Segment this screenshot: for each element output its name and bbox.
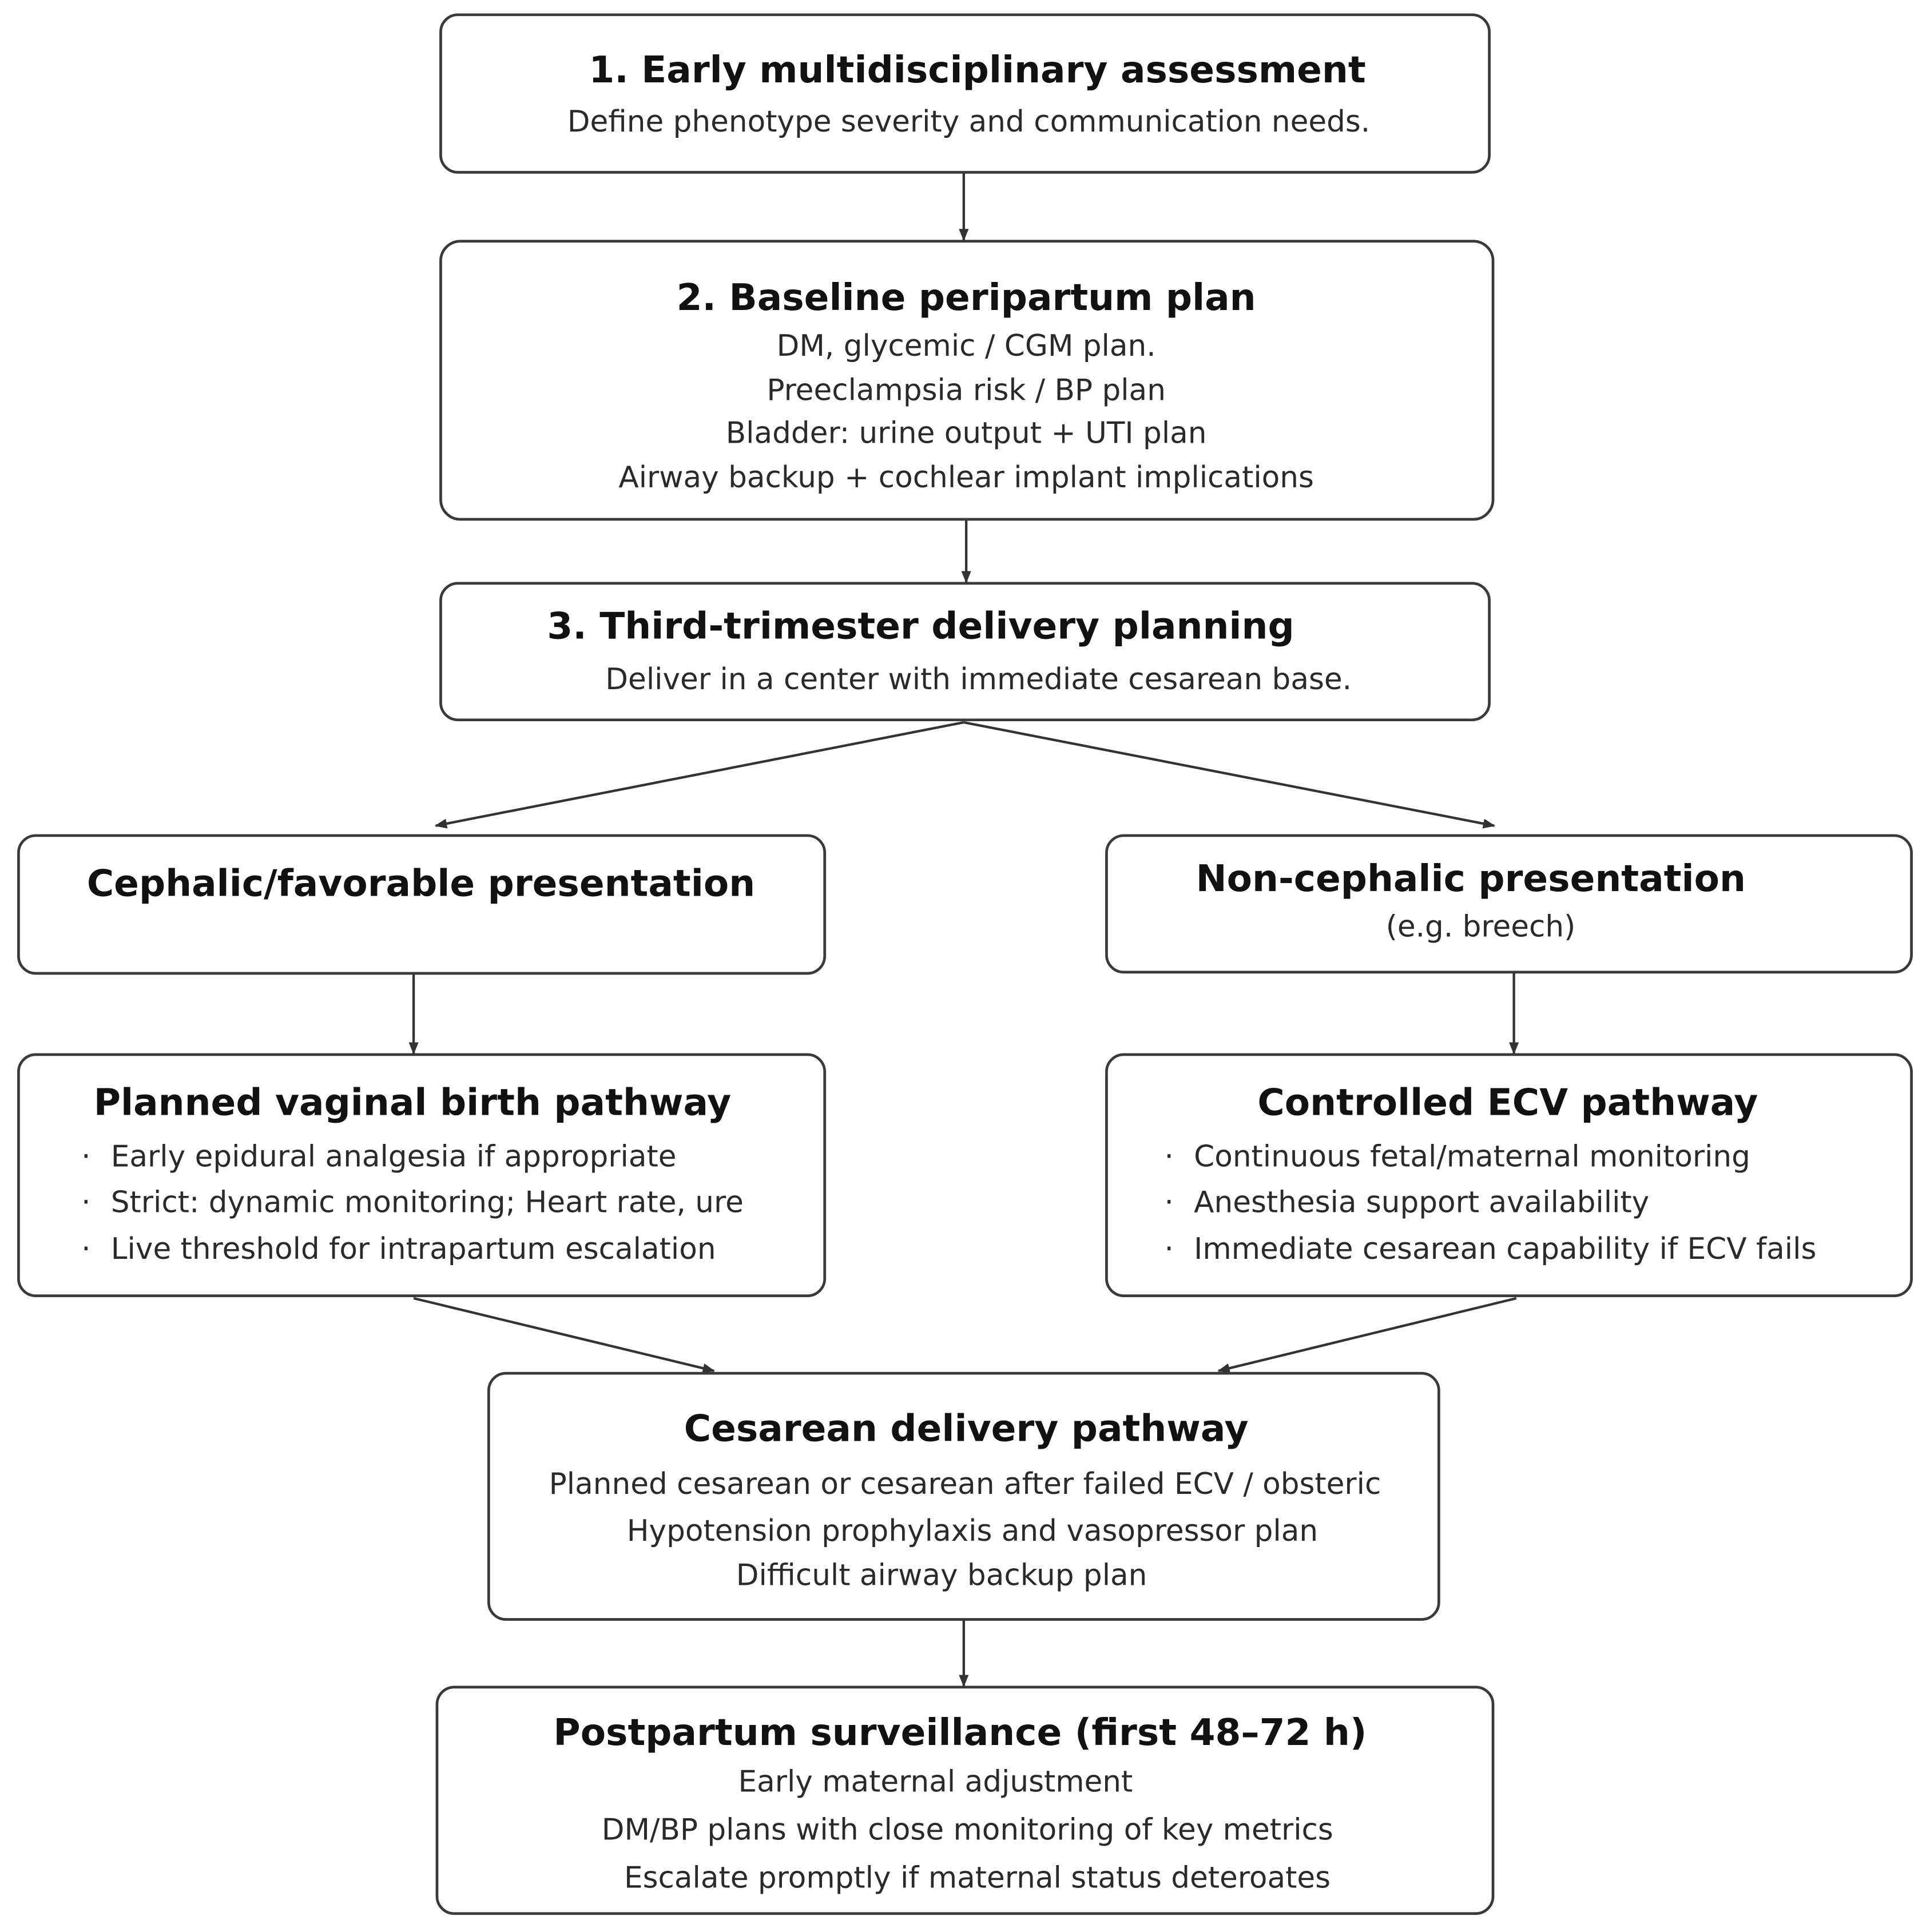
- node-title: Cesarean delivery pathway: [684, 1408, 1249, 1450]
- node-title: 1. Early multidisciplinary assessment: [589, 49, 1365, 92]
- node-line: Deliver in a center with immediate cesar…: [605, 662, 1352, 697]
- node-vaginal: Planned vaginal birth pathway · Early ep…: [17, 1053, 827, 1297]
- node-title: Postpartum surveillance (first 48–72 h): [553, 1711, 1367, 1754]
- edges: [408, 173, 1519, 1687]
- node-ecv: Controlled ECV pathway · Continuous feta…: [1105, 1053, 1913, 1297]
- node-step3: 3. Third-trimester delivery planning Del…: [439, 582, 1491, 722]
- node-line: Airway backup + cochlear implant implica…: [618, 460, 1313, 495]
- node-title: Cephalic/favorable presentation: [87, 862, 755, 905]
- node-line: Hypotension prophylaxis and vasopressor …: [627, 1514, 1318, 1548]
- node-title: Controlled ECV pathway: [1257, 1081, 1758, 1124]
- node-cephalic: Cephalic/favorable presentation: [17, 834, 827, 975]
- bullet-icon: ·: [81, 1232, 90, 1266]
- node-step1: 1. Early multidisciplinary assessment De…: [439, 13, 1491, 174]
- node-line: Escalate promptly if maternal status det…: [624, 1861, 1331, 1895]
- node-line: DM, glycemic / CGM plan.: [777, 329, 1156, 363]
- node-line: Planned cesarean or cesarean after faile…: [549, 1467, 1381, 1501]
- node-line: (e.g. breech): [1386, 909, 1576, 944]
- bullet-icon: ·: [81, 1185, 90, 1219]
- node-title: 2. Baseline peripartum plan: [677, 276, 1256, 319]
- node-title: Non-cephalic presentation: [1196, 857, 1746, 900]
- bullet-icon: ·: [1165, 1140, 1174, 1174]
- arrow-step3-noncephalic: [963, 721, 1496, 829]
- node-line: Early maternal adjustment: [738, 1765, 1133, 1799]
- node-title: 3. Third-trimester delivery planning: [547, 605, 1294, 648]
- node-line: Define phenotype severity and communicat…: [567, 105, 1370, 139]
- node-line: Preeclampsia risk / BP plan: [767, 373, 1166, 407]
- node-step2: 2. Baseline peripartum plan DM, glycemic…: [439, 240, 1495, 521]
- bullet-icon: ·: [1165, 1185, 1174, 1219]
- node-title: Planned vaginal birth pathway: [94, 1081, 731, 1124]
- node-bullet: Anesthesia support availability: [1194, 1185, 1649, 1219]
- arrow-step3-cephalic: [434, 721, 964, 829]
- node-bullet: Immediate cesarean capability if ECV fai…: [1194, 1232, 1816, 1266]
- node-line: Difficult airway backup plan: [736, 1558, 1147, 1592]
- node-cesarean: Cesarean delivery pathway Planned cesare…: [487, 1372, 1440, 1621]
- node-bullet: Continuous fetal/maternal monitoring: [1194, 1140, 1750, 1174]
- bullet-icon: ·: [1165, 1232, 1174, 1266]
- arrow-ecv-cesarean: [1217, 1297, 1517, 1373]
- node-bullet: Strict: dynamic monitoring; Heart rate, …: [111, 1185, 744, 1219]
- node-bullet: Early epidural analgesia if appropriate: [111, 1140, 677, 1174]
- arrow-vaginal-cesarean: [413, 1297, 716, 1373]
- node-line: DM/BP plans with close monitoring of key…: [602, 1813, 1333, 1847]
- bullet-icon: ·: [81, 1140, 90, 1174]
- node-noncephalic: Non-cephalic presentation (e.g. breech): [1105, 834, 1913, 974]
- node-postpartum: Postpartum surveillance (first 48–72 h) …: [435, 1685, 1495, 1915]
- node-bullet: Live threshold for intrapartum escalatio…: [111, 1232, 716, 1266]
- node-line: Bladder: urine output + UTI plan: [726, 416, 1207, 451]
